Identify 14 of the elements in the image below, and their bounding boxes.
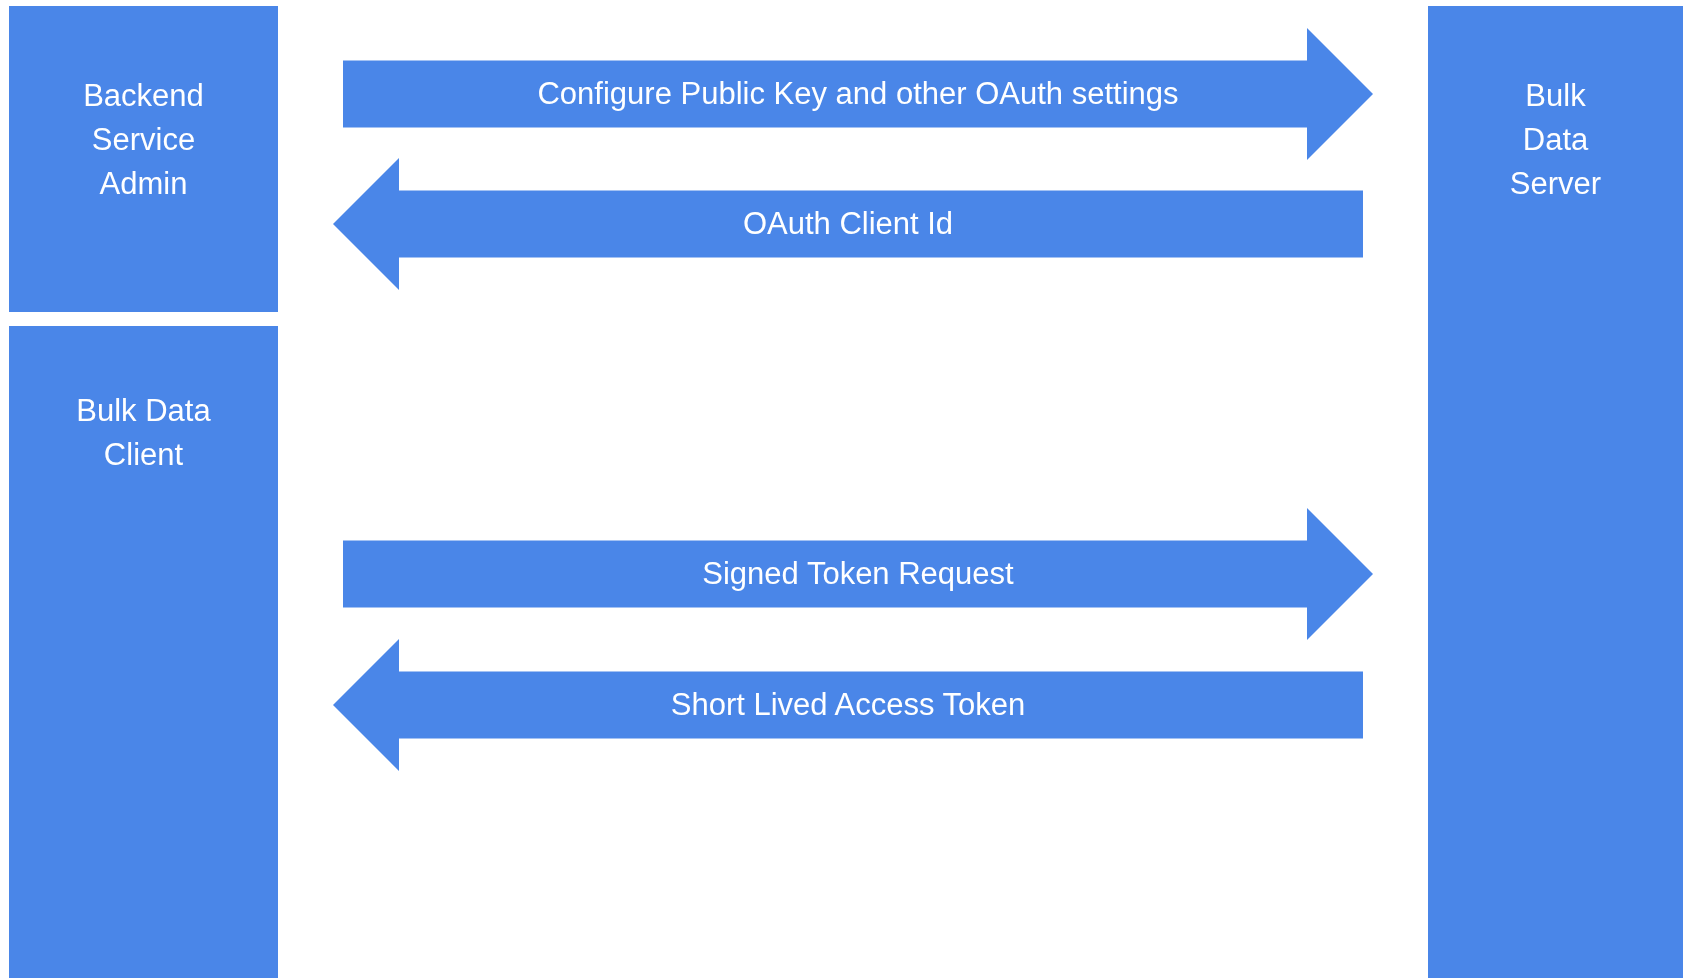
- edge-label: Signed Token Request: [702, 555, 1014, 593]
- block-arrow: [333, 639, 1363, 771]
- participant-label: Bulk Data Client: [75, 392, 212, 474]
- edge-label: Configure Public Key and other OAuth settings: [537, 75, 1179, 113]
- block-arrow: [343, 508, 1373, 640]
- participant-box: [9, 326, 278, 978]
- participant-label: Bulk Data Server: [1508, 77, 1603, 203]
- block-arrow: [343, 28, 1373, 160]
- participant-box: [1428, 6, 1683, 978]
- edge-label: Short Lived Access Token: [670, 686, 1026, 724]
- block-arrow: [333, 158, 1363, 290]
- participant-box: [9, 6, 278, 312]
- edge-label: OAuth Client Id: [742, 205, 954, 243]
- participant-label: Backend Service Admin: [82, 77, 205, 203]
